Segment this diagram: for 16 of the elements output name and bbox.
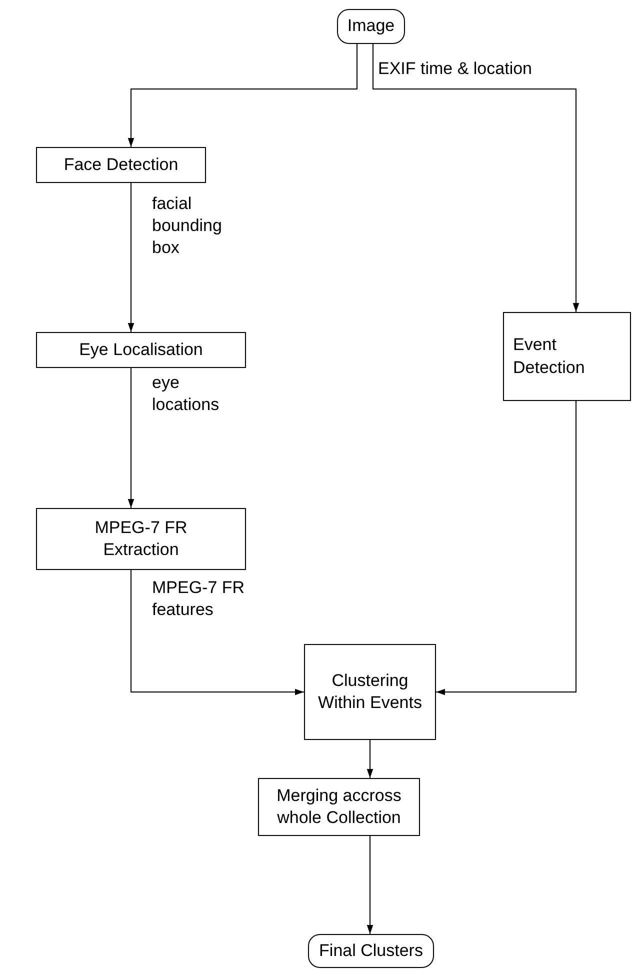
process-box: MPEG-7 FR Extraction — [36, 508, 246, 570]
process-box: Eye Localisation — [36, 332, 246, 368]
arrow — [372, 44, 580, 312]
process-box: Merging accross whole Collection — [258, 778, 420, 836]
terminal-box: Image — [337, 9, 405, 44]
arrow — [130, 570, 304, 696]
arrow — [366, 836, 374, 934]
process-box: Event Detection — [503, 312, 631, 401]
arrow — [366, 740, 374, 778]
arrow — [436, 400, 576, 696]
arrow — [128, 368, 134, 508]
arrow — [128, 44, 358, 148]
arrow — [128, 182, 134, 332]
process-box: Clustering Within Events — [304, 644, 436, 740]
process-box: Face Detection — [36, 147, 206, 183]
terminal-box: Final Clusters — [308, 934, 434, 968]
